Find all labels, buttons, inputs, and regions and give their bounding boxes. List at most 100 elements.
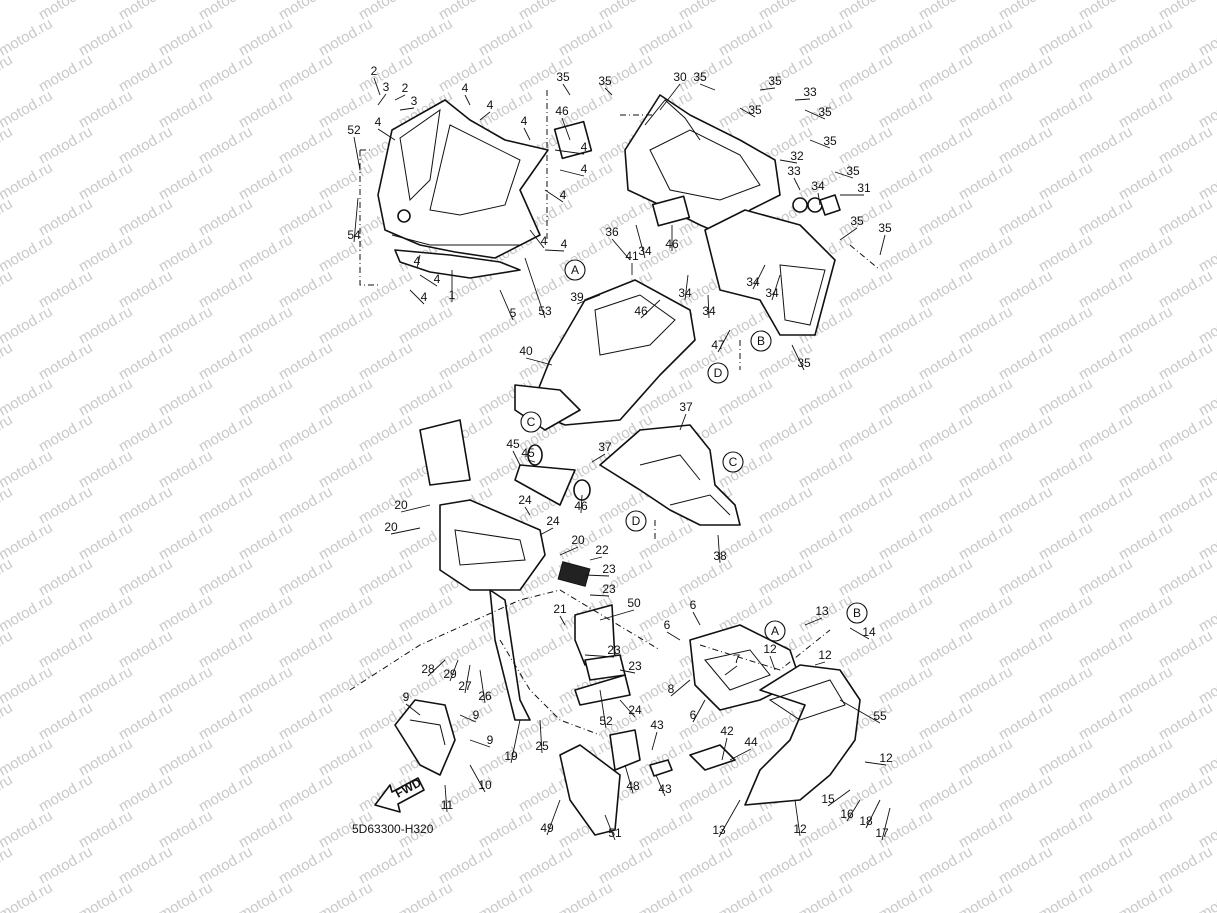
part-number-label: 31 (857, 181, 871, 195)
leader-line (879, 234, 886, 256)
reference-circle-label: D (714, 366, 723, 380)
leader-line (589, 556, 603, 561)
leader-line (576, 294, 601, 305)
leader-line (718, 799, 741, 838)
leader-line (544, 189, 564, 203)
leader-line (562, 83, 571, 96)
reference-circle-ring (707, 362, 729, 384)
part-number-label: 54 (347, 228, 361, 242)
part-number-label: 12 (793, 822, 807, 836)
leader-line (604, 87, 613, 96)
part-number-label: 47 (711, 338, 725, 352)
leader-line (752, 264, 766, 290)
part-number-label: 55 (873, 709, 887, 723)
part-number-label: 35 (846, 164, 860, 178)
part-number-label: 34 (702, 304, 716, 318)
part-number-label: 35 (693, 70, 707, 84)
part-number-label: 35 (878, 221, 892, 235)
part-number-label: 4 (561, 237, 568, 251)
part-number-label: 2 (402, 81, 409, 95)
part-number-label: 48 (626, 779, 640, 793)
part-number-label: 24 (546, 514, 560, 528)
part-number-label: 46 (574, 499, 588, 513)
leader-line (604, 814, 616, 841)
leader-line (624, 764, 634, 794)
reference-circle-label: B (757, 334, 765, 348)
part-number-label: 12 (763, 642, 777, 656)
leader-line (771, 274, 781, 301)
leader-line (554, 149, 585, 155)
part-number-label: 5 (510, 306, 517, 320)
leader-line (559, 546, 579, 556)
leader-line (559, 169, 585, 177)
reference-circle: C (722, 451, 744, 473)
part-number-label: 33 (787, 164, 801, 178)
part-number-label: 20 (384, 520, 398, 534)
part-number-label: 4 (560, 188, 567, 202)
part-number-label: 27 (458, 679, 472, 693)
part-number-label: 23 (602, 582, 616, 596)
leader-line (523, 127, 531, 141)
leader-line (449, 659, 459, 682)
reference-circle-ring (625, 510, 647, 532)
part-number-label: 9 (403, 690, 410, 704)
reference-circle-ring (520, 411, 542, 433)
side-panel-part (704, 194, 841, 336)
leader-line (377, 93, 387, 106)
leader-line (427, 659, 446, 677)
part-number-label: 4 (581, 140, 588, 154)
leader-line (827, 789, 851, 807)
leader-line (464, 94, 471, 106)
reference-circle-label: D (632, 514, 641, 528)
leader-line (659, 83, 681, 111)
part-number-label: 2 (371, 64, 378, 78)
part-number-label: 35 (797, 356, 811, 370)
part-number-label: 45 (521, 446, 535, 460)
part-number-label: 4 (487, 98, 494, 112)
part-number-label: 34 (746, 275, 760, 289)
leader-line (546, 799, 561, 836)
part-number-label: 46 (634, 304, 648, 318)
leader-line (405, 703, 421, 716)
part-number-label: 50 (627, 596, 641, 610)
leader-line (849, 627, 870, 640)
leader-line (769, 655, 776, 671)
part-number-label: 25 (535, 739, 549, 753)
leader-line (479, 111, 491, 121)
part-number-label: 38 (713, 549, 727, 563)
leader-line (409, 289, 425, 305)
leader-line (512, 450, 521, 466)
part-number-label: 41 (625, 249, 639, 263)
leader-line (591, 453, 606, 463)
part-number-label: 45 (506, 437, 520, 451)
part-number-label: 3 (383, 80, 390, 94)
leader-line (793, 177, 801, 191)
leader-line (611, 238, 631, 261)
part-number-label: 4 (414, 254, 421, 268)
leader-line (699, 83, 716, 91)
leader-line (804, 617, 823, 626)
leader-line (400, 504, 431, 513)
leader-line (377, 128, 396, 141)
part-number-label: 36 (605, 225, 619, 239)
part-number-label: 53 (538, 304, 552, 318)
part-number-label: 18 (859, 814, 873, 828)
leader-line (717, 534, 721, 564)
reference-circle-ring (750, 330, 772, 352)
reference-circle-ring (764, 620, 786, 642)
leader-lines (353, 77, 891, 841)
leader-line (353, 136, 361, 171)
leader-line (692, 699, 706, 723)
part-number-label: 9 (473, 708, 480, 722)
reference-circle: A (564, 259, 586, 281)
part-number-label: 1 (449, 288, 456, 302)
leader-line (865, 799, 881, 829)
part-number-label: 14 (862, 625, 876, 639)
leader-line (640, 299, 661, 319)
leader-line (524, 257, 546, 319)
part-number-label: 34 (678, 286, 692, 300)
leader-line (651, 731, 658, 751)
leader-line (529, 229, 545, 249)
part-number-label: 23 (607, 643, 621, 657)
part-number-label: 23 (628, 659, 642, 673)
